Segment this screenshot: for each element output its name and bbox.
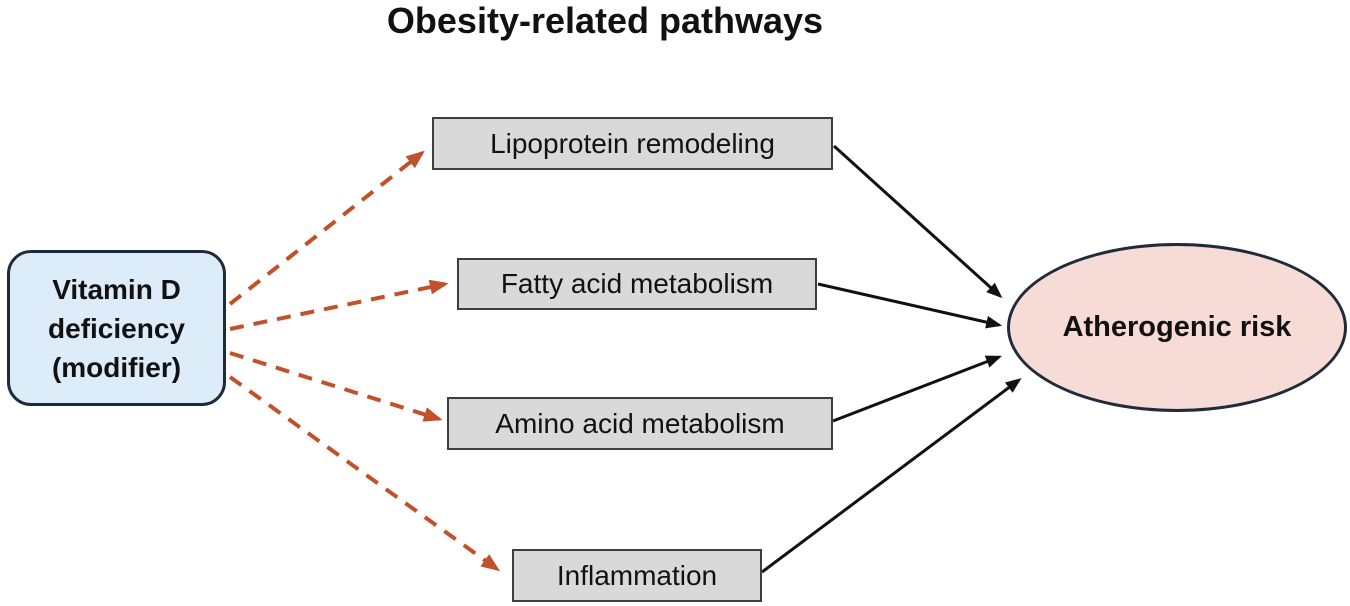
node-lipoprotein-label: Lipoprotein remodeling <box>490 127 775 159</box>
node-inflammation: Inflammation <box>512 549 762 602</box>
node-vitamin-d-deficiency: Vitamin D deficiency (modifier) <box>7 250 226 406</box>
node-atherogenic-risk: Atherogenic risk <box>1007 243 1347 412</box>
node-vitamin-d-line-3: (modifier) <box>51 351 182 383</box>
edge-vitd-to-amino-acid <box>229 351 443 422</box>
node-atherogenic-risk-label: Atherogenic risk <box>1062 311 1292 343</box>
node-fatty-acid-label: Fatty acid metabolism <box>500 268 774 299</box>
edge-lipoprotein-to-risk <box>832 144 1003 299</box>
node-amino-acid-label: Amino acid metabolism <box>495 407 785 439</box>
node-lipoprotein-remodeling: Lipoprotein remodeling <box>432 117 833 170</box>
node-vitamin-d-line-2: deficiency <box>48 312 185 344</box>
node-fatty-acid-metabolism: Fatty acid metabolism <box>457 258 817 310</box>
edge-fatty-acid-to-risk <box>817 282 1003 329</box>
edge-vitd-to-lipoprotein <box>228 150 425 306</box>
node-amino-acid-metabolism: Amino acid metabolism <box>447 397 833 450</box>
node-vitamin-d-line-1: Vitamin D <box>52 273 181 305</box>
edge-inflammation-to-risk <box>761 378 1022 574</box>
edge-vitd-to-inflammation <box>228 375 501 572</box>
node-inflammation-label: Inflammation <box>556 559 718 591</box>
edge-amino-acid-to-risk <box>832 355 1002 423</box>
diagram-title: Obesity-related pathways <box>386 0 824 41</box>
edge-vitd-to-fatty-acid <box>229 279 449 331</box>
